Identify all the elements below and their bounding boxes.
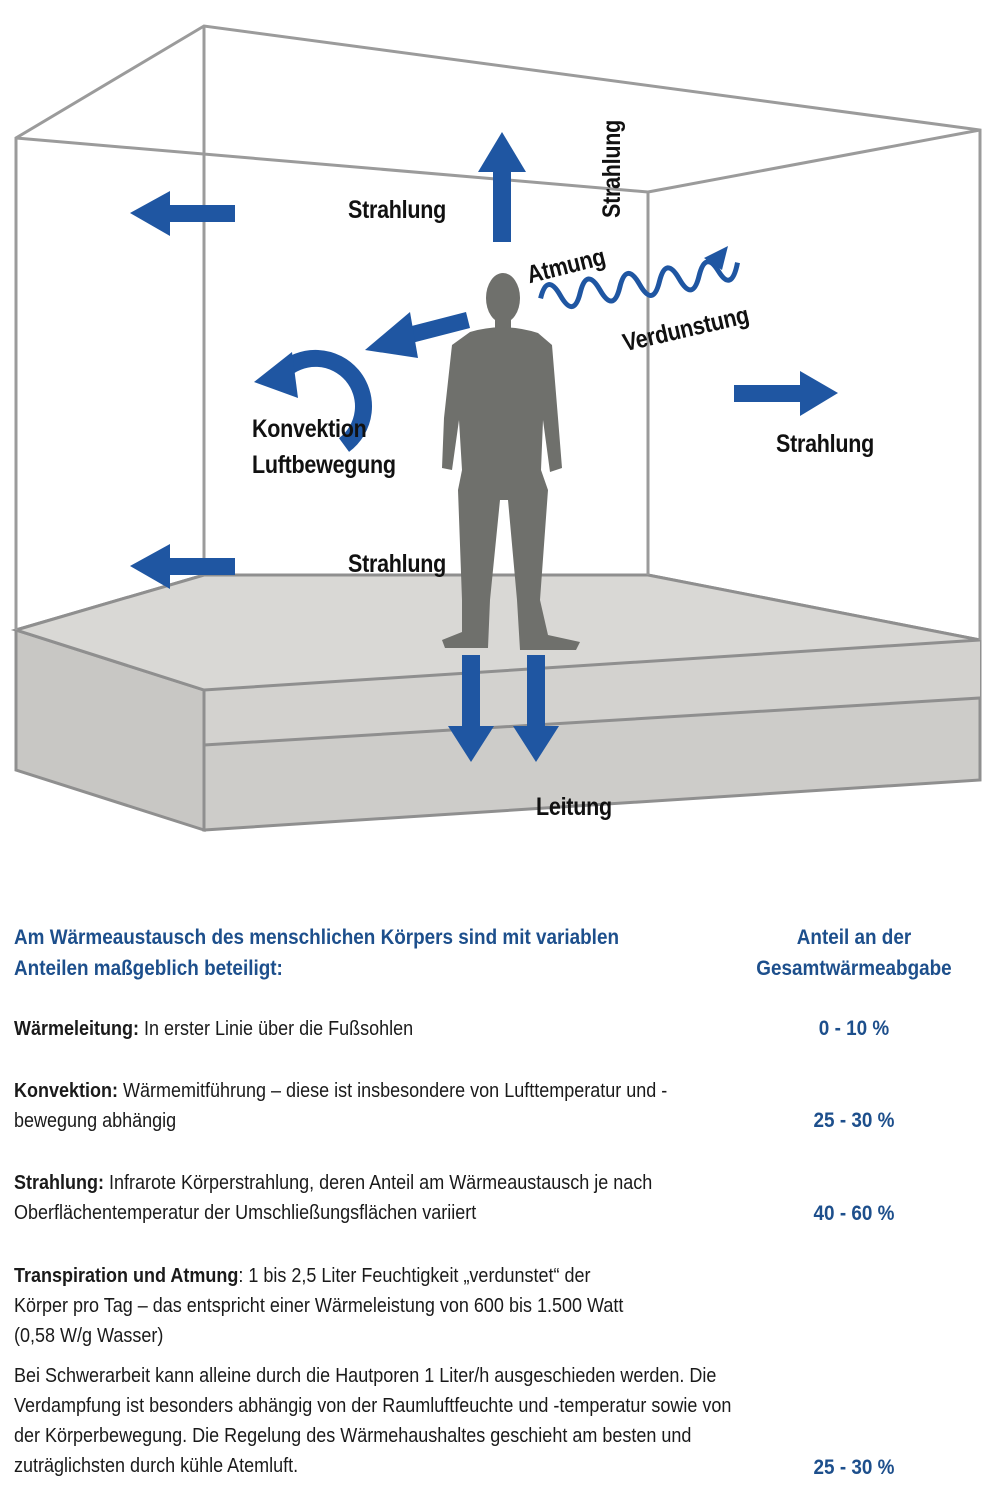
- row-term: Strahlung:: [14, 1172, 104, 1194]
- label-strahlung-rotated: Strahlung: [598, 119, 626, 218]
- row-transpiration: Transpiration und Atmung: 1 bis 2,5 Lite…: [14, 1261, 644, 1351]
- row-waermeleitung: Wärmeleitung: In erster Linie über die F…: [14, 1014, 698, 1044]
- person-silhouette: [442, 273, 580, 650]
- row-text: In erster Linie über die Fußsohlen: [139, 1018, 414, 1040]
- arrow-up: [478, 132, 526, 242]
- label-strahlung-right: Strahlung: [776, 430, 875, 458]
- row-text: Wärmemitführung – diese ist insbesondere…: [14, 1080, 668, 1132]
- heat-exchange-room-diagram: [10, 24, 982, 833]
- arrow-diagonal-left: [365, 312, 470, 358]
- label-strahlung-top: Strahlung: [348, 196, 447, 224]
- evaporation-wave-arrow: [538, 246, 740, 310]
- row-value-konvektion: 25 - 30 %: [813, 1109, 895, 1132]
- row-value-waermeleitung: 0 - 10 %: [818, 1017, 890, 1040]
- arrow-right: [734, 371, 838, 416]
- table-header-left: Am Wärmeaustausch des menschlichen Körpe…: [14, 926, 619, 980]
- label-strahlung-bottom: Strahlung: [348, 550, 447, 578]
- row-term: Transpiration und Atmung: [14, 1265, 239, 1287]
- row-term: Wärmeleitung:: [14, 1018, 140, 1040]
- row-text: : 1 bis 2,5 Liter Feuchtigkeit „verdunst…: [14, 1265, 624, 1347]
- row-transpiration-detail: Bei Schwerarbeit kann alleine durch die …: [14, 1365, 732, 1477]
- label-konvektion: Konvektion: [252, 415, 367, 443]
- arrow-down-right: [513, 655, 559, 762]
- arrow-left-lower: [130, 544, 235, 589]
- floor-slab: [10, 573, 982, 833]
- row-value-strahlung: 40 - 60 %: [813, 1202, 895, 1225]
- arrow-left-upper: [130, 191, 235, 236]
- arrow-down-left: [448, 655, 494, 762]
- row-strahlung: Strahlung: Infrarote Körperstrahlung, de…: [14, 1168, 698, 1228]
- row-text: Infrarote Körperstrahlung, deren Anteil …: [14, 1172, 653, 1224]
- label-leitung: Leitung: [536, 793, 612, 821]
- table-header-right: Anteil an der Gesamtwärmeabgabe: [756, 926, 952, 980]
- convection-circular-arrow: [254, 349, 372, 452]
- label-luftbewegung: Luftbewegung: [252, 451, 396, 479]
- row-konvektion: Konvektion: Wärmemitführung – diese ist …: [14, 1076, 698, 1136]
- room-wireframe: [14, 24, 982, 640]
- arrows: [130, 132, 838, 762]
- row-term: Konvektion:: [14, 1080, 119, 1102]
- row-value-transpiration: 25 - 30 %: [813, 1456, 895, 1479]
